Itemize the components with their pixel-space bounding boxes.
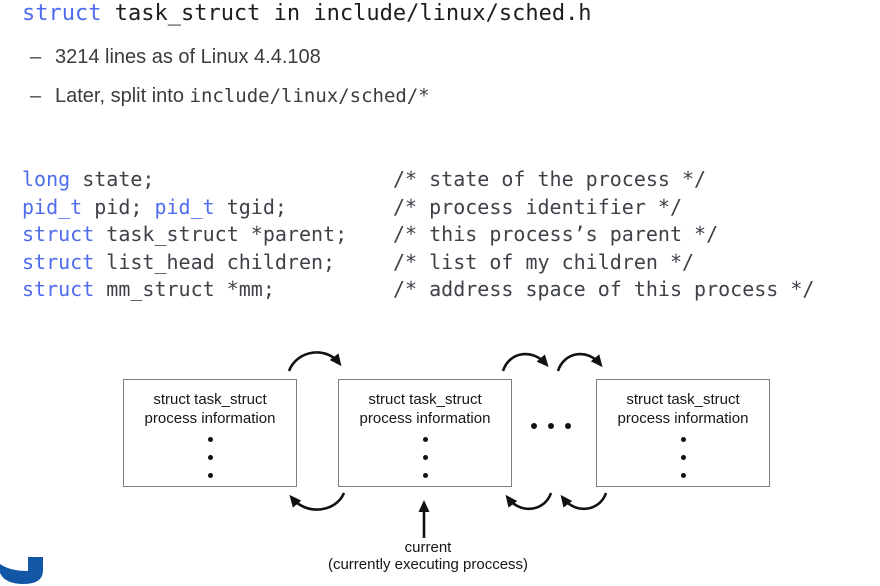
box-label-line2: process information bbox=[359, 410, 491, 427]
code-keyword: long bbox=[22, 167, 71, 191]
box-label-line2: process information bbox=[617, 410, 749, 427]
slide-title: struct task_struct in include/linux/sche… bbox=[22, 1, 592, 26]
code-plain: pid; bbox=[82, 194, 155, 219]
code-comment: /* state of the process */ bbox=[393, 167, 707, 191]
code-line: struct mm_struct *mm;/* address space of… bbox=[22, 276, 814, 304]
vertical-ellipsis-dots bbox=[597, 437, 769, 478]
title-rest: task_struct in include/linux/sched.h bbox=[101, 1, 592, 26]
box-label: struct task_struct process information bbox=[124, 390, 296, 428]
arrow-next-1 bbox=[287, 351, 342, 372]
bullet-split: –Later, split into include/linux/sched/* bbox=[30, 85, 430, 108]
task-struct-box: struct task_struct process information bbox=[123, 379, 297, 487]
vertical-ellipsis-dots bbox=[124, 437, 296, 478]
code-listing: long state;/* state of the process */ pi… bbox=[22, 166, 814, 304]
code-line: struct list_head children;/* list of my … bbox=[22, 249, 814, 277]
code-line: pid_t pid; pid_t tgid;/* process identif… bbox=[22, 194, 814, 222]
code-plain: tgid; bbox=[214, 194, 287, 219]
code-keyword: struct bbox=[22, 277, 95, 301]
code-comment: /* address space of this process */ bbox=[393, 277, 815, 301]
arrow-prev-2 bbox=[505, 492, 553, 511]
bullet-text-prefix: Later, split into bbox=[55, 85, 190, 107]
bullet-line-count: –3214 lines as of Linux 4.4.108 bbox=[30, 46, 321, 69]
arrow-prev-1 bbox=[289, 492, 346, 511]
code-declaration: long state; bbox=[22, 166, 393, 194]
arrow-prev-3 bbox=[560, 492, 608, 511]
task-struct-box: struct task_struct process information bbox=[596, 379, 770, 487]
code-declaration: struct list_head children; bbox=[22, 249, 393, 277]
bullet-text: 3214 lines as of Linux 4.4.108 bbox=[55, 46, 321, 68]
box-label: struct task_struct process information bbox=[339, 390, 511, 428]
bullet-dash: – bbox=[30, 46, 42, 68]
code-keyword: pid_t bbox=[22, 194, 83, 219]
code-declaration: struct task_struct *parent; bbox=[22, 221, 393, 249]
code-plain: list_head children; bbox=[94, 249, 336, 274]
horizontal-ellipsis-dots bbox=[531, 423, 571, 429]
current-label-line2: (currently executing proccess) bbox=[327, 556, 529, 573]
task-struct-box-current: struct task_struct process information bbox=[338, 379, 512, 487]
code-keyword: pid_t bbox=[154, 194, 215, 219]
code-comment: /* this process’s parent */ bbox=[393, 222, 719, 246]
code-line: struct task_struct *parent;/* this proce… bbox=[22, 221, 814, 249]
code-plain: state; bbox=[70, 167, 155, 191]
box-label-line1: struct task_struct bbox=[153, 391, 267, 408]
code-comment: /* list of my children */ bbox=[393, 249, 695, 274]
bullet-dash: – bbox=[30, 85, 42, 107]
box-label-line2: process information bbox=[144, 410, 276, 427]
box-label: struct task_struct process information bbox=[597, 390, 769, 428]
current-label-line1: current bbox=[404, 539, 452, 556]
code-plain: task_struct *parent; bbox=[94, 222, 348, 246]
title-keyword: struct bbox=[22, 1, 102, 26]
university-logo-fragment bbox=[0, 557, 43, 584]
code-keyword: struct bbox=[22, 222, 95, 246]
code-declaration: struct mm_struct *mm; bbox=[22, 276, 393, 304]
task-list-diagram: struct task_struct process information s… bbox=[0, 340, 880, 586]
code-line: long state;/* state of the process */ bbox=[22, 166, 814, 194]
box-label-line1: struct task_struct bbox=[626, 391, 740, 408]
code-declaration: pid_t pid; pid_t tgid; bbox=[22, 194, 393, 222]
arrow-next-3 bbox=[556, 352, 603, 372]
linked-list-arrows bbox=[287, 351, 608, 538]
code-comment: /* process identifier */ bbox=[393, 194, 682, 219]
code-keyword: struct bbox=[22, 249, 95, 274]
current-pointer-label: current (currently executing proccess) bbox=[278, 539, 578, 573]
vertical-ellipsis-dots bbox=[339, 437, 511, 478]
bullet-code-path: include/linux/sched/* bbox=[189, 85, 430, 107]
box-label-line1: struct task_struct bbox=[368, 391, 482, 408]
arrow-next-2 bbox=[501, 352, 549, 372]
code-plain: mm_struct *mm; bbox=[94, 277, 275, 301]
